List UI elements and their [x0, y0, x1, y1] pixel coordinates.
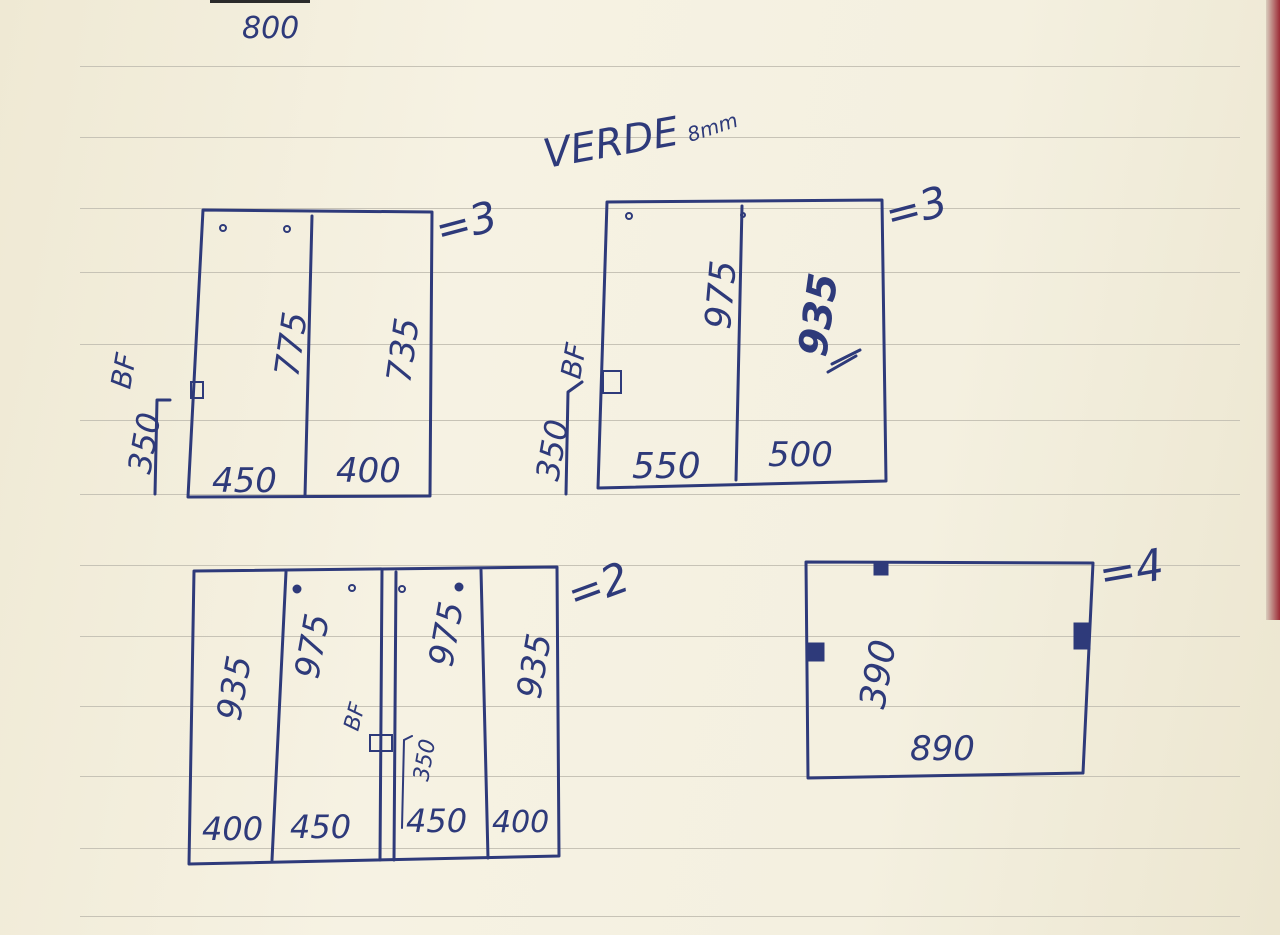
cabinet-a-right-width: 400 — [336, 451, 401, 491]
notebook-top-edge — [210, 0, 310, 3]
cabinet-b: 350 BF 975 935 550 500 =3 — [528, 176, 952, 496]
ruled-line — [80, 565, 1240, 566]
height-marker — [564, 380, 584, 496]
cabinet-a-divider — [303, 214, 314, 498]
ruled-line — [80, 494, 1240, 495]
cabinet-c-width-2: 450 — [290, 808, 351, 846]
panel-d-height: 390 — [852, 637, 904, 712]
bracket-mark — [807, 642, 825, 662]
ruled-line — [80, 776, 1240, 777]
cabinet-c-height-2: 975 — [287, 611, 338, 682]
cabinet-c-divider — [270, 570, 288, 862]
hinge-dot — [283, 225, 291, 233]
height-marker — [401, 735, 413, 829]
cabinet-c: 935 975 975 935 BF 350 400 450 450 400 =… — [187, 552, 636, 866]
hinge-dot — [398, 585, 406, 593]
scribble-correction — [826, 348, 862, 374]
cabinet-a-side-label: 350 — [120, 410, 168, 477]
ruled-line — [80, 344, 1240, 345]
cabinet-c-quantity: =2 — [561, 552, 636, 619]
ruled-line — [80, 272, 1240, 273]
ruled-line — [80, 848, 1240, 849]
cabinet-c-height-4: 935 — [509, 631, 560, 702]
cabinet-c-bf-label: BF — [340, 700, 371, 734]
ruled-line — [80, 916, 1240, 917]
panel-d: 390 890 =4 — [804, 539, 1168, 780]
cabinet-a-outline — [186, 208, 434, 499]
hinge-dot — [625, 212, 633, 220]
ruled-line — [80, 420, 1240, 421]
cabinet-c-outline — [187, 565, 561, 866]
cabinet-a-right-height: 735 — [379, 315, 428, 385]
ruled-line — [80, 137, 1240, 138]
top-number: 800 — [242, 11, 299, 46]
title-subtext: 8mm — [684, 108, 741, 147]
cabinet-c-inner-label: 350 — [409, 737, 441, 783]
bracket-mark — [873, 562, 889, 576]
cabinet-c-width-1: 400 — [202, 810, 263, 848]
cabinet-c-height-3: 975 — [421, 599, 472, 670]
cabinet-c-height-1: 935 — [209, 653, 260, 724]
hinge-dot — [454, 582, 464, 592]
bracket-mark — [1073, 622, 1091, 650]
cabinet-c-width-3: 450 — [406, 802, 467, 840]
cabinet-b-left-width: 550 — [632, 446, 701, 487]
height-marker — [153, 398, 172, 496]
cabinet-a-bf-label: BF — [104, 350, 143, 391]
cabinet-a-quantity: =3 — [430, 191, 502, 254]
cabinet-c-divider — [479, 568, 490, 860]
ruled-line — [80, 706, 1240, 707]
ruled-line — [80, 208, 1240, 209]
handle-mark — [602, 370, 622, 394]
cabinet-b-right-height: 935 — [790, 270, 847, 359]
handle-mark — [190, 381, 204, 399]
cabinet-c-divider — [378, 568, 384, 862]
cabinet-a: 350 BF 775 735 450 400 =3 — [104, 191, 502, 501]
cabinet-c-divider — [392, 570, 398, 862]
cabinet-b-left-height: 975 — [698, 259, 745, 331]
title-text: VERDE — [540, 109, 683, 178]
panel-d-quantity: =4 — [1095, 539, 1168, 600]
handle-mark — [369, 734, 393, 752]
hinge-dot — [219, 224, 227, 232]
cabinet-a-left-width: 450 — [212, 461, 277, 501]
ruled-line — [80, 66, 1240, 67]
notebook-cover-edge — [1266, 0, 1280, 620]
cabinet-b-bf-label: BF — [554, 340, 593, 381]
cabinet-b-right-width: 500 — [768, 435, 833, 475]
cabinet-b-quantity: =3 — [880, 176, 952, 239]
panel-d-outline — [804, 560, 1095, 780]
cabinet-c-width-4: 400 — [492, 805, 549, 840]
cabinet-b-side-label: 350 — [528, 417, 576, 484]
ruled-line — [80, 636, 1240, 637]
hinge-dot — [740, 212, 746, 218]
hinge-dot — [348, 584, 356, 592]
panel-d-width: 890 — [910, 729, 975, 769]
cabinet-b-divider — [734, 204, 744, 482]
hinge-dot — [292, 584, 302, 594]
cabinet-b-outline — [596, 198, 888, 490]
cabinet-a-left-height: 775 — [267, 309, 316, 379]
